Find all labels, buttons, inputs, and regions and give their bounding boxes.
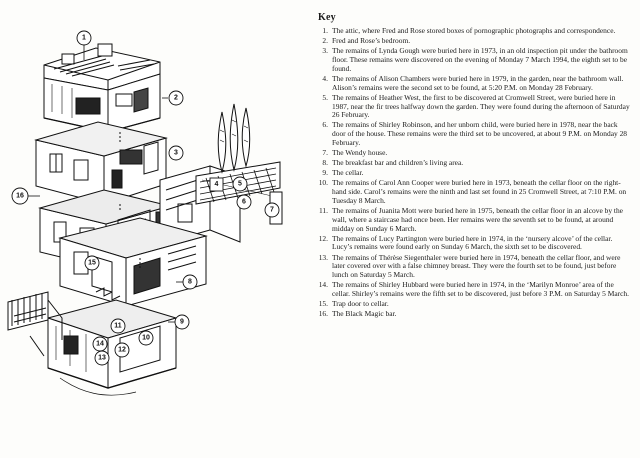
key-item: 4. The remains of Alison Chambers were bu… [318,73,632,93]
key-item-number: 5. [322,92,328,102]
callout-label-6: 6 [242,199,246,206]
key-item-number: 16. [318,309,328,319]
key-item: 14. The remains of Shirley Hubbard were b… [318,280,632,299]
key-item-number: 8. [322,158,328,168]
key-item: 8. The breakfast bar and children’s livin… [318,158,632,168]
key-item-text: The remains of Lynda Gough were buried h… [332,46,628,73]
key-item-number: 6. [322,120,328,130]
callout-5: 5 [232,176,248,192]
key-item: 1. The attic, where Fred and Rose stored … [318,26,632,36]
callout-11: 11 [110,318,126,334]
callout-label-3: 3 [174,150,178,157]
key-item-text: The remains of Heather West, the first t… [332,92,630,120]
cellar-drawing [46,299,178,396]
key-item-number: 14. [318,280,328,290]
callout-label-8: 8 [188,279,192,286]
key-item-number: 7. [322,148,328,158]
key-item-text: The cellar. [332,168,364,178]
key-item-text: The Black Magic bar. [332,309,397,319]
front-steps-drawing [7,291,63,357]
key-item-text: Trap door to cellar. [332,299,389,309]
key-item: 12. The remains of Lucy Partington were b… [318,233,632,253]
key-item-number: 3. [322,46,328,56]
callout-label-9: 9 [180,319,184,326]
callout-label-1: 1 [82,35,86,42]
key-list: 1. The attic, where Fred and Rose stored … [318,26,632,319]
callout-label-5: 5 [238,181,242,188]
key-item-number: 9. [322,168,328,178]
callout-label-13: 13 [98,355,106,362]
key-item: 5. The remains of Heather West, the first… [318,92,632,121]
callout-label-15: 15 [88,260,96,267]
key-item-number: 2. [322,36,328,46]
callout-label-11: 11 [114,323,122,330]
key-item: 6. The remains of Shirley Robinson, and h… [318,121,632,148]
key-item: 9. The cellar. [318,168,632,178]
callouts: 1 2 3 4 5 6 [11,30,280,366]
callout-label-2: 2 [174,95,178,102]
callout-7: 7 [264,202,280,218]
key-item: 7. The Wendy house. [318,148,632,158]
key-item-text: Fred and Rose’s bedroom. [332,36,411,46]
callout-12: 12 [114,342,130,358]
key-panel: Key 1. The attic, where Fred and Rose sto… [318,12,632,452]
callout-15: 15 [84,255,100,271]
key-item: 15. Trap door to cellar. [318,299,632,309]
key-item-number: 4. [322,73,328,83]
callout-label-4: 4 [215,181,219,188]
callout-2: 2 [162,90,184,106]
callout-1: 1 [76,30,92,60]
key-item-number: 10. [318,178,328,188]
callout-3: 3 [168,145,184,161]
key-item-text: The remains of Alison Chambers were buri… [332,73,624,92]
key-item: 13. The remains of Thérèse Siegenthaler w… [318,252,632,281]
key-item-text: The remains of Shirley Hubbard were buri… [332,280,630,299]
key-item-text: The remains of Thérèse Siegenthaler were… [332,252,621,280]
key-item-text: The remains of Juanita Mott were buried … [332,205,623,233]
callout-9: 9 [168,314,190,330]
key-item: 16. The Black Magic bar. [318,309,632,319]
key-item-number: 13. [318,252,328,262]
attic-roof-drawing [43,43,161,133]
callout-8: 8 [176,274,198,290]
callout-label-7: 7 [270,207,274,214]
callout-label-10: 10 [142,335,150,342]
key-item-text: The remains of Carol Ann Cooper were bur… [332,178,627,205]
lower-floor-drawing [58,217,208,307]
key-item-text: The Wendy house. [332,148,388,158]
callout-6: 6 [236,194,252,210]
key-item-number: 15. [318,299,328,309]
key-item: 10. The remains of Carol Ann Cooper were … [318,178,632,206]
callout-label-14: 14 [96,341,104,348]
key-item-number: 1. [322,26,328,35]
key-item: 2. Fred and Rose’s bedroom. [318,36,632,46]
key-item-number: 11. [318,205,328,215]
key-title: Key [318,12,336,23]
callout-16: 16 [11,187,40,205]
callout-14: 14 [92,336,108,352]
callout-10: 10 [138,330,154,346]
first-floor-drawing [34,121,168,205]
key-item-text: The remains of Lucy Partington were buri… [332,233,613,252]
key-item: 11. The remains of Juanita Mott were buri… [318,205,632,234]
callout-4: 4 [209,177,224,192]
key-item-text: The breakfast bar and children’s living … [332,158,464,168]
key-item-text: The remains of Shirley Robinson, and her… [332,120,628,148]
callout-label-12: 12 [118,347,126,354]
key-item-text: The attic, where Fred and Rose stored bo… [332,26,616,35]
key-item: 3. The remains of Lynda Gough were buried… [318,46,632,74]
house-cutaway-illustration: 1 2 3 4 5 6 [7,30,283,396]
callout-label-16: 16 [16,193,24,200]
key-item-number: 12. [318,233,328,243]
callout-13: 13 [94,350,110,366]
